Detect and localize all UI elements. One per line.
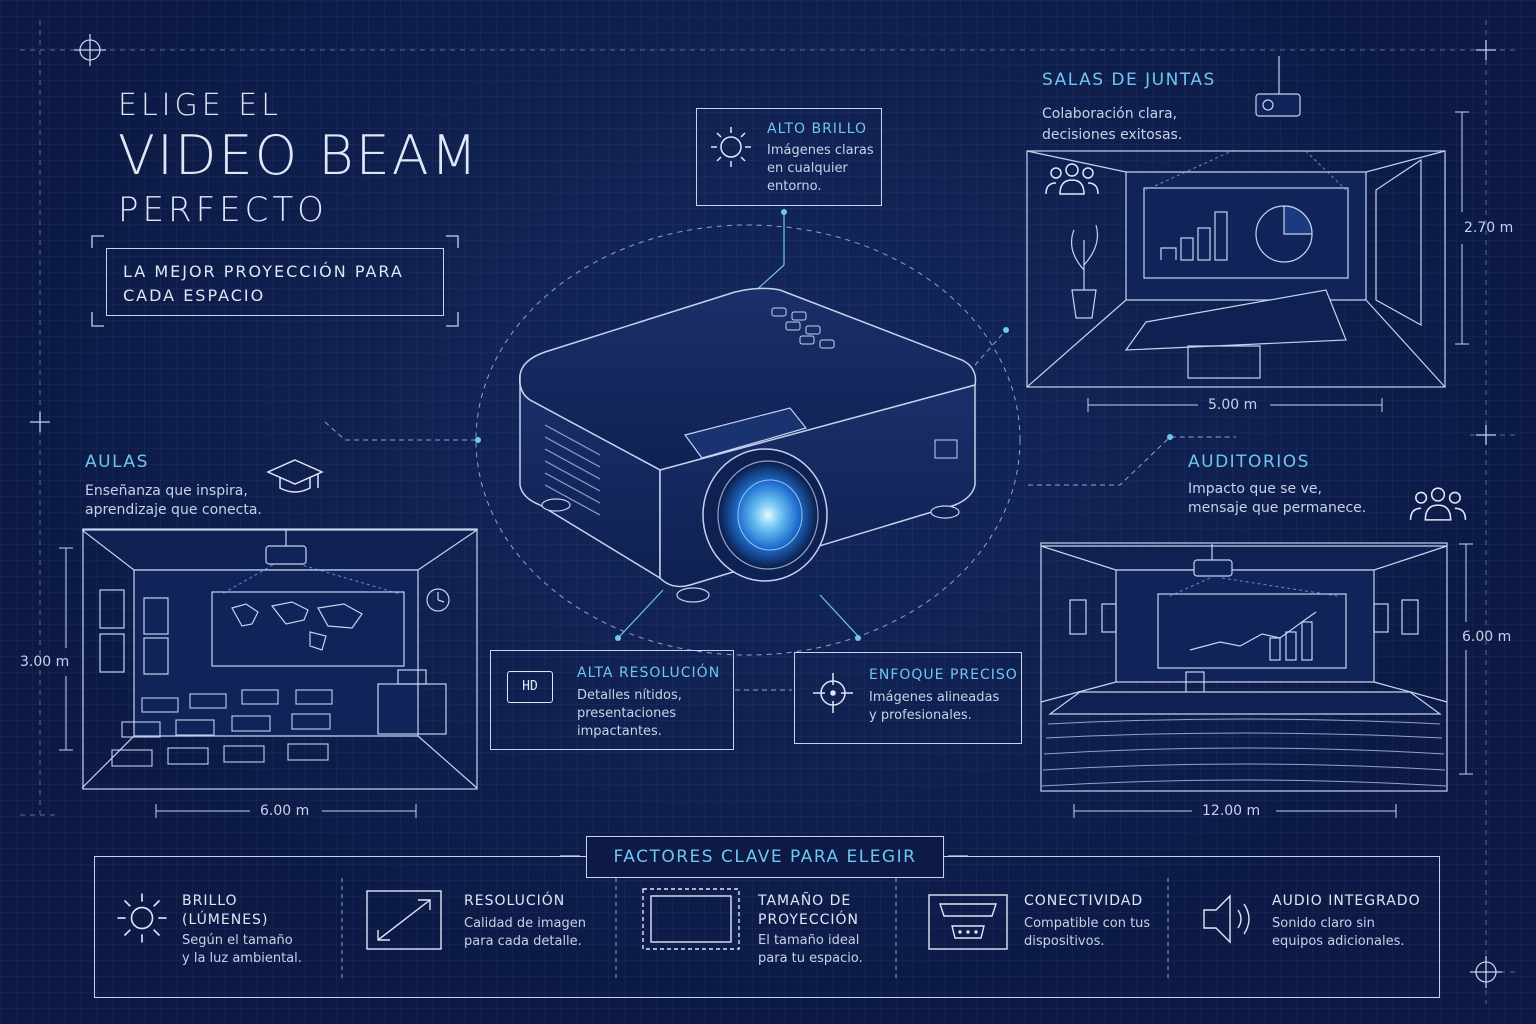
graduation-cap-icon bbox=[266, 459, 324, 493]
sun-icon bbox=[117, 893, 167, 943]
diagonal-arrow-icon bbox=[366, 890, 442, 950]
callout-alto-brillo: ALTO BRILLO Imágenes claras en cualquier… bbox=[696, 108, 882, 206]
factor-brillo-desc-2: y la luz ambiental. bbox=[182, 951, 302, 966]
salas-desc-1: Colaboración clara, bbox=[1042, 106, 1178, 122]
auditorios-room-drawing bbox=[1040, 542, 1448, 792]
salas-height-label: 2.70 m bbox=[1464, 220, 1514, 236]
auditorios-height-label: 6.00 m bbox=[1462, 629, 1512, 645]
salas-title: SALAS DE JUNTAS bbox=[1042, 70, 1216, 90]
crosshair-marks bbox=[30, 34, 1502, 988]
aulas-desc-1: Enseñanza que inspira, bbox=[85, 483, 248, 499]
aulas-title: AULAS bbox=[85, 452, 149, 472]
sun-icon bbox=[711, 127, 751, 167]
aulas-projector-icon bbox=[265, 530, 307, 565]
factor-tamano-desc-2: para tu espacio. bbox=[758, 951, 863, 966]
salas-desc-2: decisiones exitosas. bbox=[1042, 127, 1183, 143]
auditorios-projector-icon bbox=[1193, 544, 1233, 577]
factors-heading: FACTORES CLAVE PARA ELEGIR bbox=[613, 847, 917, 867]
callout-resolucion-title: ALTA RESOLUCIÓN bbox=[577, 665, 721, 681]
factor-brillo-title-1: BRILLO bbox=[182, 893, 238, 909]
factor-audio-desc-1: Sonido claro sin bbox=[1272, 916, 1375, 931]
title-line-2: VIDEO BEAM bbox=[118, 124, 480, 187]
callout-alta-resolucion: HD ALTA RESOLUCIÓN Detalles nítidos, pre… bbox=[490, 650, 734, 750]
speaker-icon bbox=[1203, 894, 1250, 944]
group-people-icon bbox=[1045, 163, 1099, 195]
factor-tamano-title-2: PROYECCIÓN bbox=[758, 912, 859, 928]
factor-conectividad-desc-2: dispositivos. bbox=[1024, 934, 1105, 949]
auditorios-width-label: 12.00 m bbox=[1202, 803, 1261, 819]
auditorios-desc-2: mensaje que permanece. bbox=[1188, 500, 1367, 516]
factor-brillo-title-2: (LÚMENES) bbox=[182, 912, 269, 928]
screen-frame-icon bbox=[642, 888, 740, 950]
aulas-width-label: 6.00 m bbox=[260, 803, 310, 819]
subtitle-box: LA MEJOR PROYECCIÓN PARA CADA ESPACIO bbox=[106, 248, 444, 316]
callout-resolucion-desc-3: impactantes. bbox=[577, 724, 662, 739]
callout-brillo-desc-3: entorno. bbox=[767, 179, 822, 194]
hd-badge-icon: HD bbox=[507, 671, 553, 703]
callout-brillo-title: ALTO BRILLO bbox=[767, 121, 868, 137]
callout-enfoque-desc-2: y profesionales. bbox=[869, 708, 972, 723]
aulas-height-label: 3.00 m bbox=[20, 654, 70, 670]
factor-conectividad-desc-1: Compatible con tus bbox=[1024, 916, 1151, 931]
audience-people-icon bbox=[1409, 487, 1467, 521]
factors-heading-box: FACTORES CLAVE PARA ELEGIR bbox=[586, 836, 944, 878]
factor-audio-title: AUDIO INTEGRADO bbox=[1272, 893, 1421, 909]
subtitle-line-2: CADA ESPACIO bbox=[123, 286, 266, 305]
callout-brillo-desc-2: en cualquier bbox=[767, 161, 848, 176]
factor-brillo-desc-1: Según el tamaño bbox=[182, 933, 293, 948]
auditorios-title: AUDITORIOS bbox=[1188, 452, 1310, 472]
auditorium-seat-rows bbox=[1041, 718, 1447, 787]
salas-room-drawing bbox=[1026, 150, 1446, 388]
salas-width-label: 5.00 m bbox=[1208, 397, 1258, 413]
auditorios-desc-1: Impacto que se ve, bbox=[1188, 481, 1322, 497]
callout-enfoque-preciso: ENFOQUE PRECISO Imágenes alineadas y pro… bbox=[794, 652, 1022, 744]
aulas-desc-2: aprendizaje que conecta. bbox=[85, 502, 262, 518]
title-line-1: ELIGE EL bbox=[118, 88, 282, 123]
factor-conectividad-title: CONECTIVIDAD bbox=[1024, 893, 1144, 909]
salas-projector-icon bbox=[1255, 56, 1301, 117]
callout-resolucion-desc-1: Detalles nítidos, bbox=[577, 688, 682, 703]
callout-enfoque-desc-1: Imágenes alineadas bbox=[869, 690, 1000, 705]
title-line-3: PERFECTO bbox=[118, 190, 328, 230]
factor-tamano-desc-1: El tamaño ideal bbox=[758, 933, 860, 948]
crosshair-icon bbox=[813, 673, 853, 713]
subtitle-line-1: LA MEJOR PROYECCIÓN PARA bbox=[123, 262, 404, 281]
factor-tamano-title-1: TAMAÑO DE bbox=[758, 893, 852, 909]
callout-enfoque-title: ENFOQUE PRECISO bbox=[869, 667, 1018, 683]
callout-resolucion-desc-2: presentaciones bbox=[577, 706, 677, 721]
factor-resolucion-desc-2: para cada detalle. bbox=[464, 934, 582, 949]
factor-audio-desc-2: equipos adicionales. bbox=[1272, 934, 1405, 949]
callout-brillo-desc-1: Imágenes claras bbox=[767, 143, 874, 158]
factor-resolucion-desc-1: Calidad de imagen bbox=[464, 916, 586, 931]
factor-resolucion-title: RESOLUCIÓN bbox=[464, 893, 566, 909]
port-icon bbox=[928, 894, 1008, 950]
lens-glow bbox=[702, 448, 828, 582]
